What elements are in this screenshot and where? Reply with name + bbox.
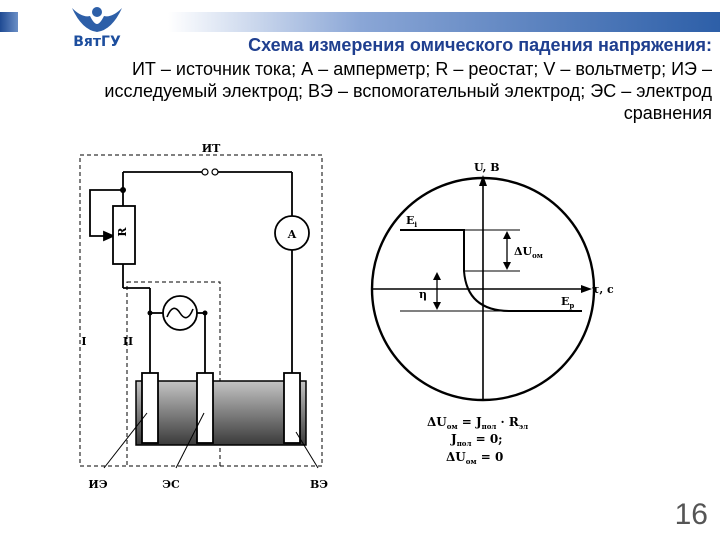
graph-guide-lines (400, 229, 582, 312)
electrode-working (141, 372, 159, 444)
source-terminal-right (211, 168, 219, 176)
junction-dot (147, 310, 153, 316)
header-accent-bar (168, 12, 720, 32)
slide-subtitle: ИТ – источник тока; А – амперметр; R – р… (104, 59, 712, 123)
junction-dot (202, 310, 208, 316)
electrolyte-bath (135, 380, 307, 446)
eta-label: η (419, 288, 427, 301)
x-axis-label: τ, с (592, 283, 614, 296)
source-terminal-left (201, 168, 209, 176)
y-axis-label: U, В (474, 161, 500, 174)
ammeter (274, 215, 310, 251)
sine-wave-icon (166, 307, 194, 319)
equation-drop-zero: ΔUом = 0 (446, 450, 503, 466)
ep-label: Eр (561, 295, 574, 310)
electrode-1-label: ИЭ (88, 478, 107, 491)
electrode-leader-lines (103, 412, 319, 469)
equation-ohmic-drop: ΔUом = Jпол · Rэл (427, 415, 528, 431)
slide-title: Схема измерения омического падения напря… (248, 35, 712, 55)
equation-current-zero: Jпол = 0; (450, 432, 503, 448)
electrode-auxiliary (283, 372, 301, 444)
region-2-box (126, 281, 221, 467)
ammeter-label: А (288, 228, 297, 241)
source-label: ИТ (202, 142, 221, 155)
university-logo (72, 7, 122, 32)
junction-dot (120, 187, 126, 193)
region-2-label: II (123, 335, 133, 348)
delta-u-label: ΔUом (514, 245, 543, 260)
potential-curve (400, 229, 582, 312)
ei-label: Ei (406, 214, 417, 229)
electrode-reference (196, 372, 214, 444)
header-accent-left (0, 12, 18, 32)
rheostat-label: R (116, 227, 129, 237)
page-number: 16 (674, 498, 708, 531)
graph-axes (372, 180, 587, 400)
electrode-3-label: ВЭ (310, 478, 328, 491)
region-1-label: I (81, 335, 86, 348)
electrode-2-label: ЭС (162, 478, 180, 491)
rheostat (112, 205, 136, 265)
x-axis-arrow (581, 285, 592, 293)
y-axis-arrow (479, 175, 487, 186)
circuit-schematic (79, 154, 323, 467)
logo-text: ВятГУ (73, 34, 121, 50)
